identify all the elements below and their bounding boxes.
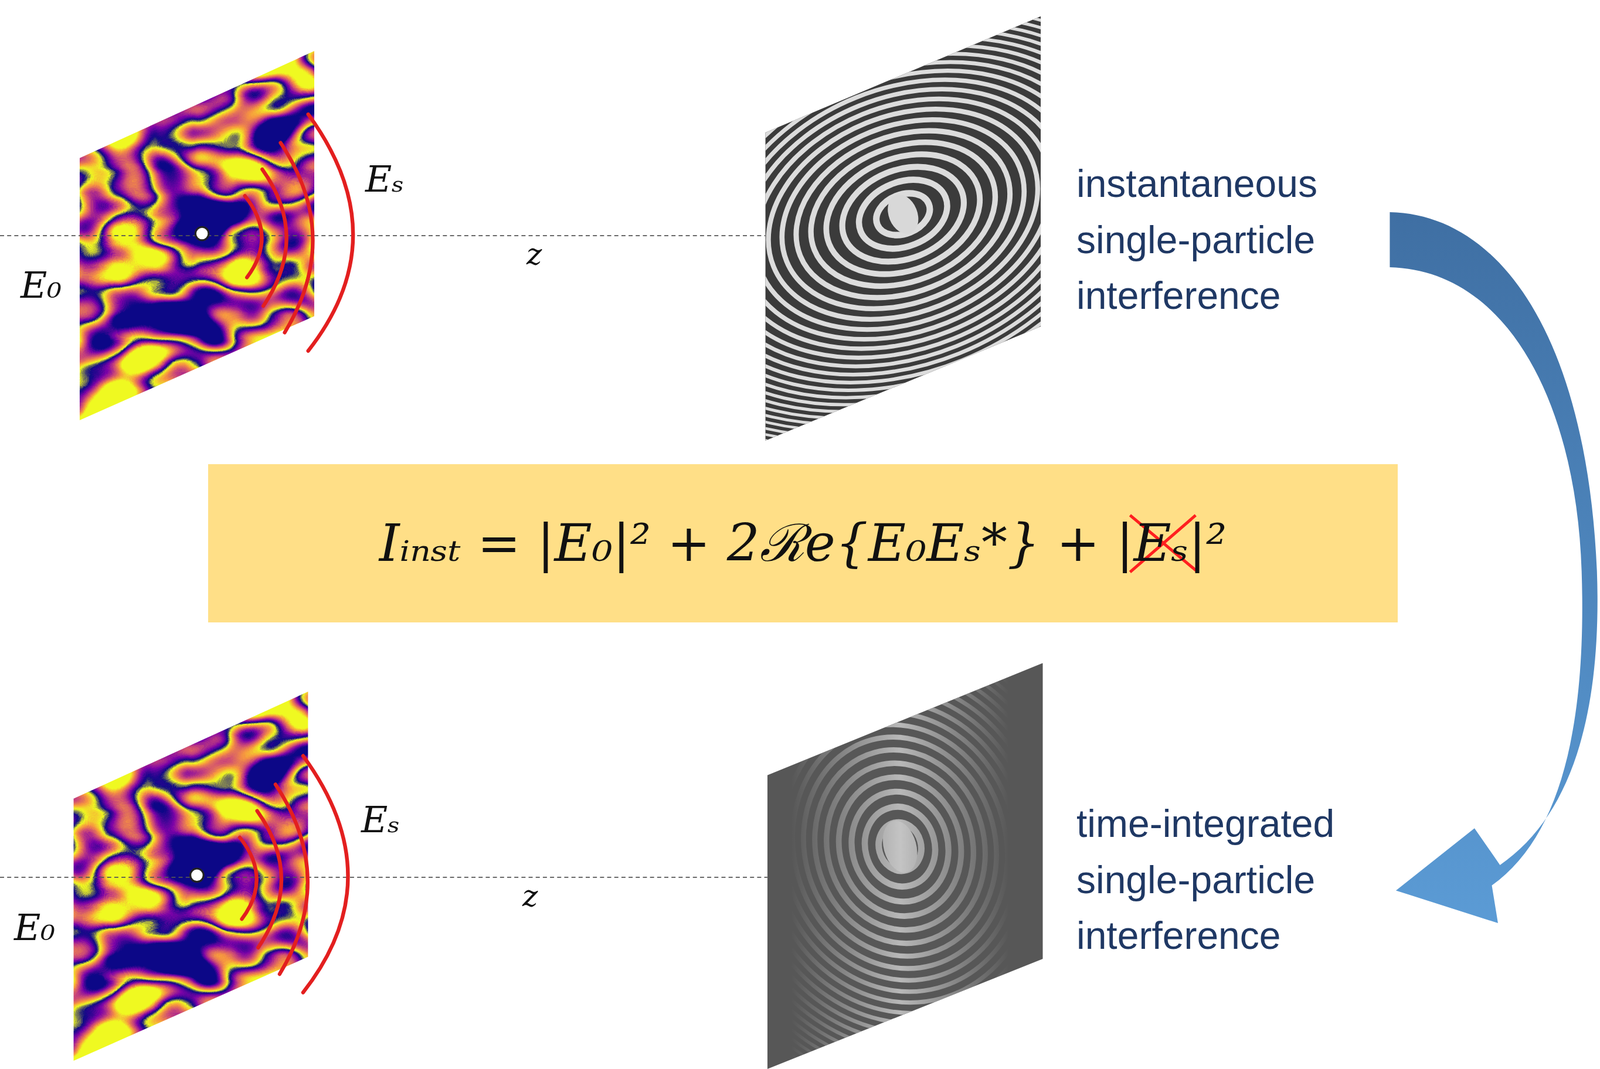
optical-axis: [0, 235, 766, 237]
field-label: Eₛ: [361, 802, 400, 839]
fringe-ring: [753, 85, 1053, 343]
speckle-plane: [71, 41, 327, 429]
fringe-ring: [675, 18, 1131, 410]
caption-note: time-integrated single-particle interfer…: [1076, 796, 1429, 965]
fringe-ring: [543, 0, 1263, 525]
fringe-ring: [694, 623, 1106, 1069]
fringe-ring: [705, 43, 1102, 386]
axis-label: z: [526, 239, 542, 270]
fringe-ring: [716, 647, 1084, 1047]
fringe-ring: [534, 0, 1272, 532]
fringe-ring: [527, 0, 1280, 539]
equation-text: Iᵢₙₛₜ = |E₀|² + 2ℛe{E₀Eₛ*} + |Eₛ|²: [379, 512, 1228, 575]
field-label: Eₛ: [365, 161, 404, 198]
fringe-ring: [779, 715, 1021, 978]
fringe-ring: [662, 6, 1145, 423]
particle: [195, 226, 209, 241]
fringe-ring: [848, 167, 958, 261]
field-label: E₀: [14, 909, 56, 947]
field-label: E₀: [20, 267, 62, 304]
wavefront: [262, 169, 287, 307]
central-spot: [882, 189, 925, 239]
fringe-ring: [674, 602, 1126, 1069]
fringe-ring: [656, 582, 1144, 1069]
wavefront: [308, 114, 354, 352]
fringe-ring: [649, 0, 1157, 434]
fringe-ring: [736, 70, 1070, 359]
speckle-field: [71, 41, 327, 429]
wavefront: [245, 195, 263, 278]
curved-arrow: [1389, 212, 1598, 924]
fringe-ring: [808, 132, 999, 297]
wavefront: [280, 143, 314, 334]
optical-axis: [0, 877, 768, 879]
fringe-ring: [665, 591, 1135, 1069]
fringe-ring: [739, 673, 1060, 1022]
fringe-ring: [855, 799, 944, 895]
axis-label: z: [522, 881, 538, 912]
fringe-ring: [518, 0, 1287, 546]
equation-band: Iᵢₙₛₜ = |E₀|² + 2ℛe{E₀Eₛ*} + |Eₛ|²: [208, 464, 1398, 623]
central-spot: [877, 817, 923, 878]
fringe-ring: [870, 185, 937, 243]
caption-note: instantaneous single-particle interferen…: [1076, 155, 1429, 325]
fringe-ring: [690, 30, 1116, 398]
scattered-wavefronts: [239, 756, 348, 994]
fringe-ring: [684, 612, 1116, 1069]
particle: [190, 868, 205, 883]
scattered-wavefronts: [245, 114, 353, 352]
